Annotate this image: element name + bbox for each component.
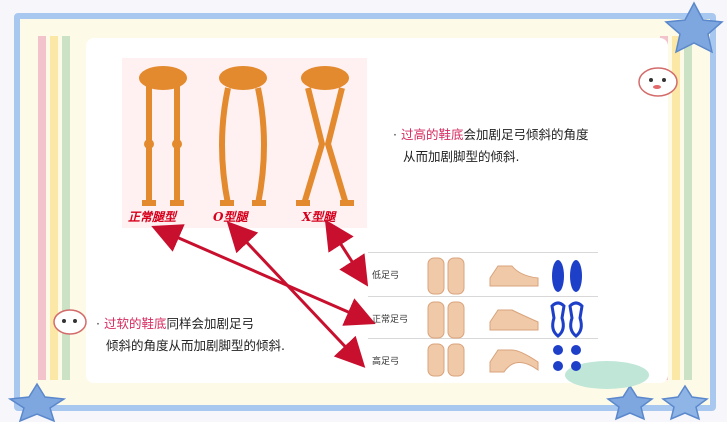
statement-high-sole: ·过高的鞋底会加剧足弓倾斜的角度 从而加剧脚型的倾斜. [393, 124, 589, 168]
statement-text: 会加剧足弓倾斜的角度 [463, 127, 589, 142]
decorative-stripe [50, 36, 58, 380]
highlight-text: 过软的鞋底 [103, 316, 167, 331]
decorative-stripe [684, 36, 692, 380]
arrow-x-to-low-arch [324, 219, 369, 287]
star-icon [606, 384, 654, 421]
star-icon [661, 384, 709, 421]
divider [368, 338, 598, 339]
divider [368, 252, 598, 253]
normal-leg-figure [139, 66, 187, 206]
star-icon [664, 1, 724, 54]
arch-label-low: 低足弓 [372, 271, 400, 281]
divider [368, 296, 598, 297]
decorative-stripe [38, 36, 46, 380]
cloud-icon [638, 67, 678, 97]
arrow-normal-to-normal-arch [151, 224, 376, 326]
foot-arch-images [427, 257, 584, 377]
arch-label-high: 高足弓 [372, 357, 400, 367]
x-leg-figure [296, 66, 354, 206]
star-icon [7, 382, 67, 422]
foot-arch-table: 低足弓 正常足弓 高足弓 [368, 252, 598, 380]
caption-o-leg: O型腿 [213, 210, 248, 224]
flower-icon [53, 309, 87, 335]
decorative-stripe [672, 36, 680, 380]
o-leg-figure [219, 66, 267, 206]
arch-label-normal: 正常足弓 [372, 315, 409, 325]
arrow-o-to-high-arch [226, 221, 366, 368]
decorative-stripe [62, 36, 70, 380]
cloud-icon [565, 361, 649, 389]
statement-text: 从而加剧脚型的倾斜. [403, 149, 520, 164]
leg-shape-illustration [122, 58, 367, 228]
highlight-text: 过高的鞋底 [400, 127, 464, 142]
caption-normal-leg: 正常腿型 [128, 210, 177, 224]
